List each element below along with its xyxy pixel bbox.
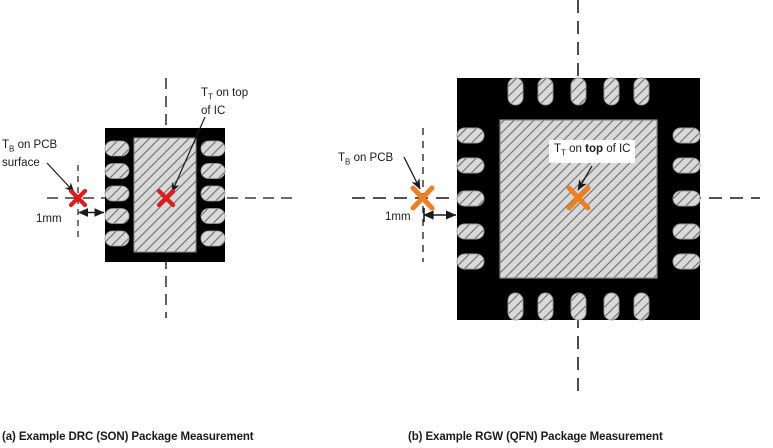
panel-a-tt-label-line2: of IC [201,105,226,118]
panel-a-graphics [46,78,292,318]
panel-a-tb-label-line2: surface [2,157,40,170]
panel-b-tt-label: TT on top of IC [549,140,636,164]
panel-a-tt-symbol: TT on top [201,87,249,102]
panel-a-tt-marker-x [156,188,176,208]
panel-b-right-pins [672,127,701,270]
panel-a-tb-marker-x [68,188,88,208]
panel-a-dimension-label: 1mm [36,213,62,225]
panel-a-left-pins [104,140,130,247]
panel-b-caption: (b) Example RGW (QFN) Package Measuremen… [408,431,663,443]
panel-a-tt-leader-line [171,116,206,193]
panel-a-caption: (a) Example DRC (SON) Package Measuremen… [2,431,254,443]
panel-b-tt-marker-x [566,185,591,211]
panel-b-graphics [352,0,760,394]
panel-b-tb-leader-line [403,156,421,190]
panel-b-tt-leader-line [577,165,593,191]
panel-a-tb-leader-line [46,162,75,193]
panel-a-tb-label: TB on PCB surface [2,138,57,170]
panel-b-top-pins [507,77,650,106]
panel-a-right-pins [200,140,226,247]
panel-a-tt-label: TT on top of IC [201,86,248,118]
panel-b-tt-emphasis: top [585,143,603,155]
panel-a-tb-symbol: TB on PCB [2,139,58,154]
panel-b-tb-marker-x [410,185,435,211]
panel-b-dimension-label: 1mm [385,211,411,223]
panel-b-bottom-pins [507,292,650,321]
panel-b-tb-label: TB on PCB [338,151,393,169]
panel-b-left-pins [456,127,485,270]
panel-b-tb-symbol: TB on PCB [338,152,394,167]
